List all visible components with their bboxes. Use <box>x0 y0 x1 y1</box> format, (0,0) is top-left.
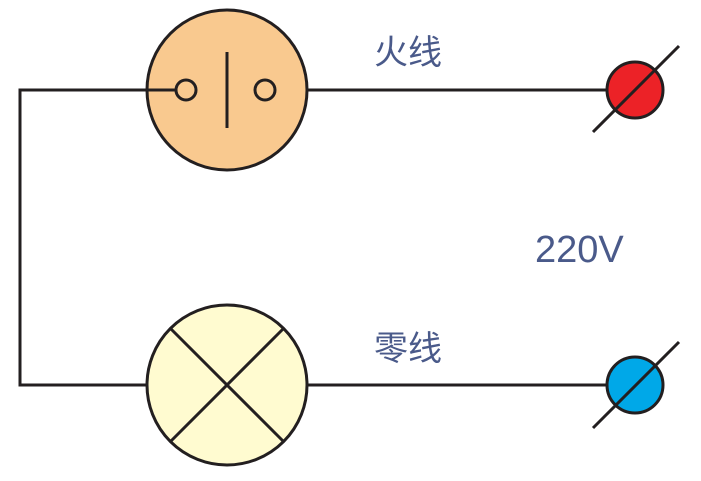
neutral-terminal-slash <box>591 340 681 430</box>
live-terminal-icon <box>591 44 681 134</box>
live-wire-label: 火线 <box>374 33 442 73</box>
voltage-label: 220V <box>535 229 624 271</box>
neutral-wire-label: 零线 <box>374 329 442 369</box>
neutral-terminal-icon <box>591 340 681 430</box>
switch-contact-left <box>174 78 198 102</box>
left-loop-wire <box>18 88 148 387</box>
lamp-symbol <box>145 303 309 467</box>
live-terminal-slash <box>591 44 681 134</box>
lamp-cross-b <box>169 327 285 443</box>
switch-contact-right <box>253 78 277 102</box>
switch-symbol <box>145 8 309 172</box>
